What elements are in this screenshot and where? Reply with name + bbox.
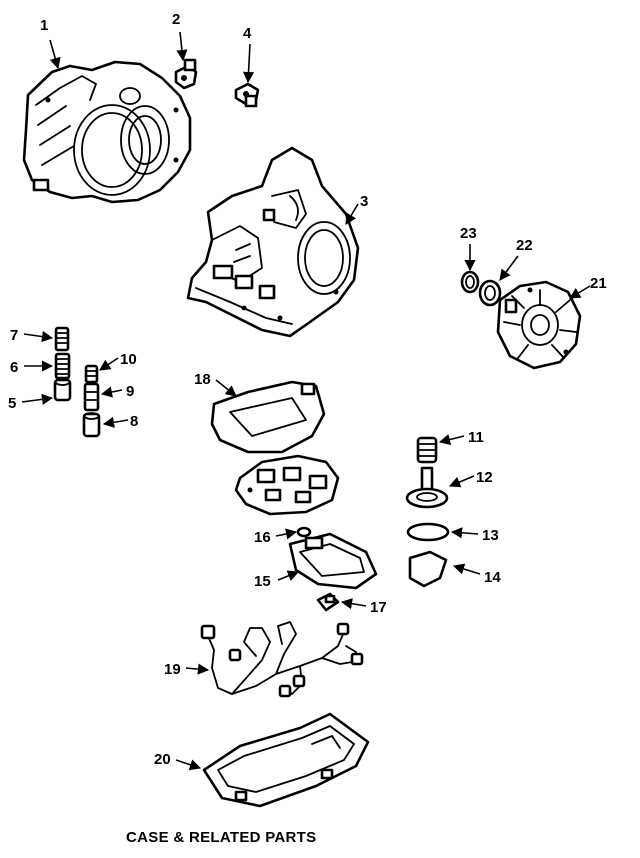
- part-15-filter: [288, 532, 378, 590]
- part-21-extension-housing: [496, 280, 582, 370]
- part-13-seal-ring: [406, 522, 450, 542]
- callout-15: 15: [254, 573, 271, 590]
- leader-13: [450, 527, 479, 539]
- valve-body: [234, 454, 340, 516]
- callout-3: 3: [360, 193, 368, 210]
- callout-13: 13: [482, 527, 499, 544]
- leader-4: [242, 43, 255, 84]
- callout-4: 4: [243, 25, 252, 42]
- leader-21: [569, 285, 591, 299]
- part-14-gasket: [408, 550, 448, 588]
- leader-15: [277, 570, 300, 581]
- part-12-piston: [405, 466, 449, 509]
- callout-9: 9: [126, 383, 134, 400]
- part-4-fitting: [234, 82, 260, 108]
- part-22-seal: [478, 279, 502, 307]
- leader-8: [102, 416, 129, 428]
- leader-9: [100, 386, 123, 398]
- part-20-oil-pan: [202, 712, 370, 808]
- part-3-transaxle-case: [186, 146, 360, 338]
- leader-14: [452, 563, 481, 575]
- leader-18: [215, 379, 237, 397]
- part-5-valve: [53, 378, 72, 402]
- callout-7: 7: [10, 327, 18, 344]
- leader-3: [345, 203, 359, 225]
- leader-2: [176, 31, 188, 62]
- callout-20: 20: [154, 751, 171, 768]
- part-7-spring: [54, 326, 70, 352]
- callout-6: 6: [10, 359, 18, 376]
- part-8-valve: [82, 412, 101, 438]
- leader-7: [23, 331, 54, 343]
- part-16-o-ring: [296, 526, 312, 538]
- part-19-wire-harness: [200, 621, 364, 698]
- diagram-caption: CASE & RELATED PARTS: [126, 829, 316, 846]
- part-2-fitting: [174, 58, 198, 90]
- callout-17: 17: [370, 599, 387, 616]
- leader-11: [438, 434, 465, 445]
- leader-17: [340, 598, 367, 610]
- part-6-spring: [54, 352, 71, 380]
- leader-1: [49, 39, 61, 70]
- callout-5: 5: [8, 395, 16, 412]
- callout-labels: 1 2 3 4 5 6 7 8 9 10 11 12 13 14 15 16 1…: [8, 11, 607, 768]
- leader-12: [448, 475, 475, 488]
- callout-21: 21: [590, 275, 607, 292]
- part-23-ring: [460, 270, 480, 294]
- leader-10: [99, 357, 119, 371]
- leader-19: [185, 663, 210, 675]
- callout-19: 19: [164, 661, 181, 678]
- callout-14: 14: [484, 569, 501, 586]
- callout-23: 23: [460, 225, 477, 242]
- callout-1: 1: [40, 17, 48, 34]
- leader-20: [175, 759, 202, 771]
- part-1-converter-housing: [22, 60, 192, 204]
- callout-10: 10: [120, 351, 137, 368]
- part-17-connector: [316, 592, 340, 612]
- callout-2: 2: [172, 11, 180, 28]
- callout-12: 12: [476, 469, 493, 486]
- part-9-valve: [83, 382, 100, 412]
- part-10-spring: [84, 364, 99, 384]
- part-11-spring: [416, 436, 438, 464]
- callout-11: 11: [468, 429, 484, 446]
- leader-16: [275, 528, 298, 540]
- part-18-cover: [210, 380, 326, 454]
- leader-lines: [21, 31, 591, 771]
- callout-8: 8: [130, 413, 138, 430]
- leader-22: [499, 255, 519, 281]
- callout-22: 22: [516, 237, 533, 254]
- leader-5: [21, 393, 54, 405]
- callout-18: 18: [194, 371, 211, 388]
- callout-16: 16: [254, 529, 271, 546]
